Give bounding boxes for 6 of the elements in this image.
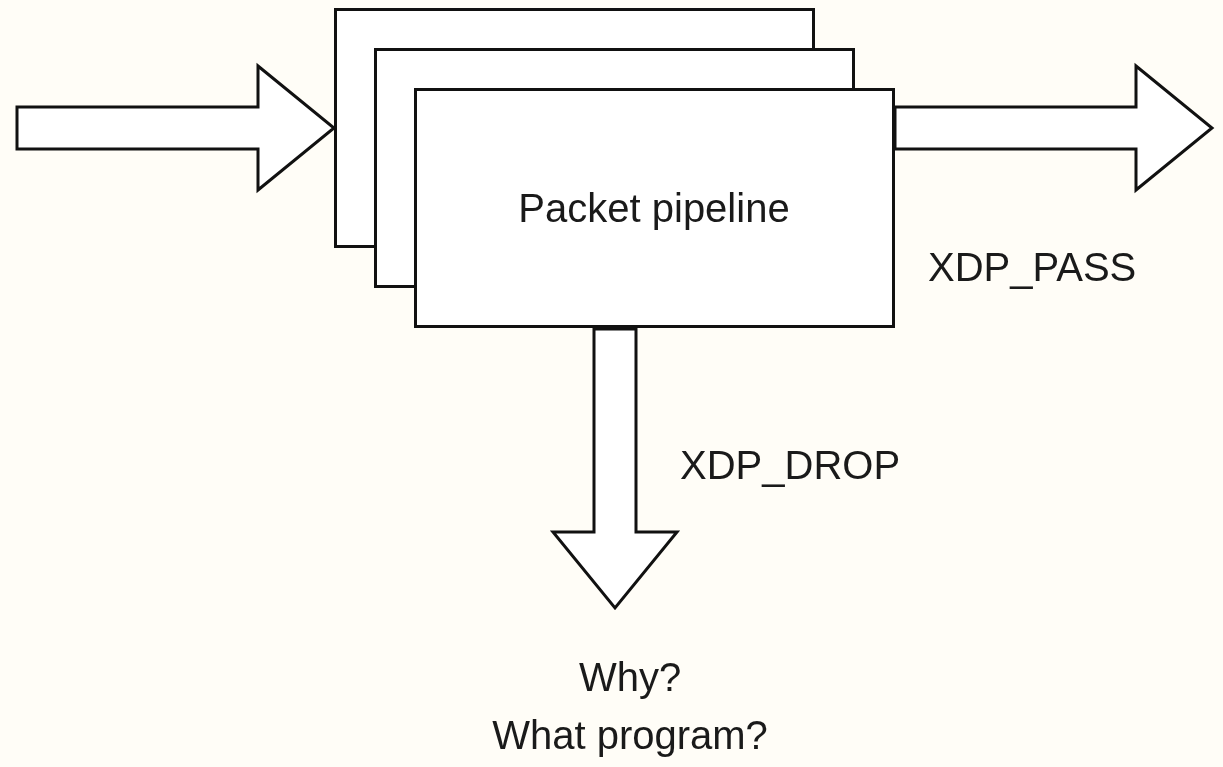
stacked-boxes <box>334 8 895 329</box>
block-arrow <box>549 327 681 611</box>
question-text: Why? What program? <box>430 648 830 766</box>
block-arrow <box>15 62 337 194</box>
block-arrow <box>893 62 1215 194</box>
box-label: Packet pipeline <box>518 185 790 232</box>
